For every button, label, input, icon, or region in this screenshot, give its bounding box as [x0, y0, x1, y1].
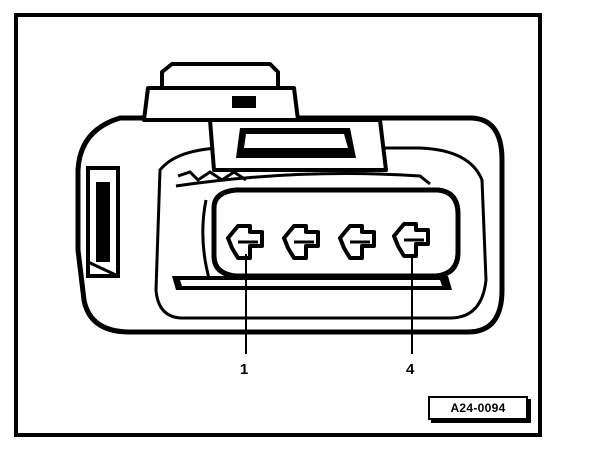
reference-code-box: A24-0094 — [428, 396, 528, 420]
terminal-4 — [392, 222, 430, 258]
terminal-1 — [226, 224, 264, 260]
terminal-carrier — [211, 187, 461, 279]
terminal-3 — [338, 224, 376, 260]
housing-inner-rim — [154, 146, 488, 320]
reference-code: A24-0094 — [450, 401, 506, 415]
callout-label-1: 1 — [240, 361, 249, 378]
callout-label-4: 4 — [406, 361, 415, 378]
terminal-2 — [282, 224, 320, 260]
diagram-frame — [14, 13, 542, 437]
